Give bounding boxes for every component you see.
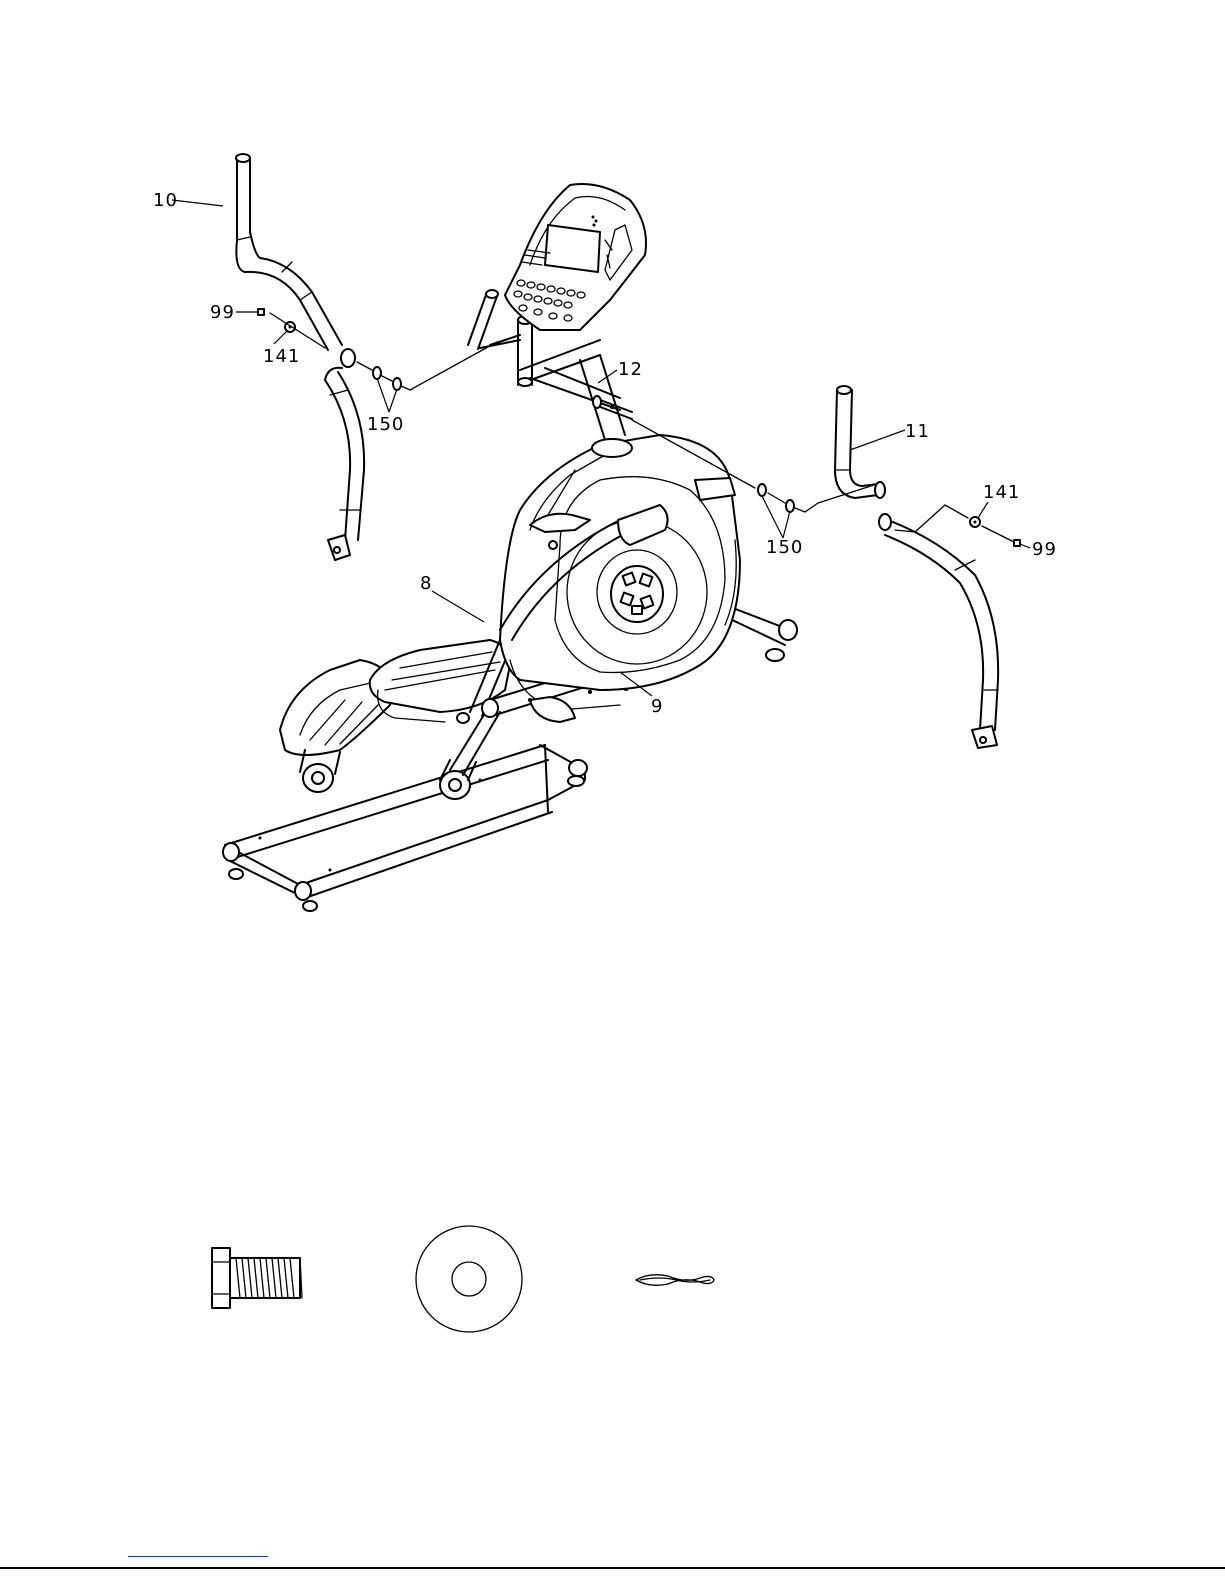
callout-141-right: 141 bbox=[983, 482, 1020, 503]
callout-8: 8 bbox=[420, 573, 432, 594]
console-mast bbox=[520, 340, 632, 457]
right-lower-arm bbox=[879, 514, 998, 748]
wave-washer-illustration bbox=[636, 1275, 714, 1286]
callout-150-right: 150 bbox=[766, 537, 803, 558]
console bbox=[505, 184, 646, 330]
callout-99-right: 99 bbox=[1032, 539, 1057, 560]
callout-10: 10 bbox=[153, 190, 178, 211]
callout-99-left: 99 bbox=[210, 302, 235, 323]
hex-bolt-illustration bbox=[212, 1248, 302, 1308]
callout-9: 9 bbox=[651, 696, 663, 717]
left-upper-arm bbox=[236, 154, 355, 367]
callout-11: 11 bbox=[905, 421, 930, 442]
left-lower-arm bbox=[325, 368, 364, 560]
footer-link-underline[interactable] bbox=[128, 1556, 268, 1557]
right-upper-arm bbox=[835, 386, 885, 498]
pedal-right bbox=[370, 640, 510, 799]
callout-12: 12 bbox=[618, 359, 643, 380]
callout-150-left: 150 bbox=[367, 414, 404, 435]
callout-141-left: 141 bbox=[263, 346, 300, 367]
flat-washer-illustration bbox=[416, 1226, 522, 1332]
page-bottom-rule bbox=[0, 1567, 1225, 1569]
